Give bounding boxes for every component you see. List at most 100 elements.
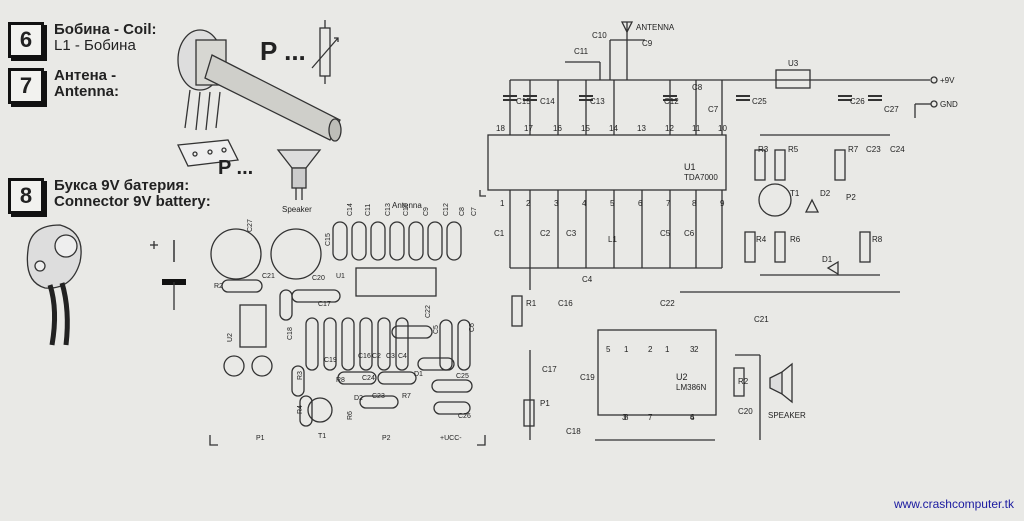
ic-pin-number: 18 <box>496 124 505 133</box>
schematic-component-label: C7 <box>708 105 719 114</box>
pcb-component-label: U1 <box>336 273 345 280</box>
pcb-component-label: C16 <box>358 353 371 360</box>
ic-pin-number: 8 <box>692 199 697 208</box>
tda7000-ic <box>487 134 727 191</box>
schematic-component-label: R4 <box>756 235 767 244</box>
schematic-component-label: 1 <box>665 345 670 354</box>
plus9v-label: +9V <box>940 76 955 85</box>
ic-pin-number: 17 <box>524 124 533 133</box>
pcb-component-label: C20 <box>312 275 325 282</box>
ic-pin-number: 6 <box>638 199 643 208</box>
schematic-component-label: C2 <box>540 229 551 238</box>
pcb-component-label: C26 <box>458 413 471 420</box>
ic-pin-number: 16 <box>553 124 562 133</box>
step-8: 8 Букса 9V батерия:Connector 9V battery: <box>8 178 211 214</box>
pcb-component-label: R3 <box>297 371 304 380</box>
step-number: 6 <box>8 22 44 58</box>
pcb-component-label: C7 <box>471 207 478 216</box>
ic-pin-number: 11 <box>692 124 701 133</box>
pcb-component-label: R2 <box>214 283 223 290</box>
pcb-component-label: C18 <box>287 327 294 340</box>
schematic-component-label: D1 <box>822 255 833 264</box>
ic-pin-number: 1 <box>500 199 505 208</box>
step-subtitle: L1 - Бобина <box>54 37 136 54</box>
pcb-component-label: C11 <box>365 204 372 216</box>
u2-part: LM386N <box>676 383 706 392</box>
battery-symbol <box>150 240 186 310</box>
schematic-component-label: R5 <box>788 145 799 154</box>
pcb-component-label: C2 <box>372 353 381 360</box>
u1-part: TDA7000 <box>684 173 718 182</box>
step-title: Букса 9V батерия: <box>54 177 190 194</box>
footer-url[interactable]: www.crashcomputer.tk <box>893 497 1014 511</box>
pcb-component-label: P2 <box>382 435 391 442</box>
ic-pin-number: 2 <box>526 199 531 208</box>
schematic-component-label: R7 <box>848 145 859 154</box>
pcb-component-label: C17 <box>318 301 331 308</box>
pcb-component-label: R4 <box>297 405 304 414</box>
pcb-component-label: C13 <box>385 203 392 216</box>
schematic-component-label: C19 <box>580 373 595 382</box>
schematic-component-label: P1 <box>540 399 550 408</box>
schematic-component-label: C10 <box>592 31 607 40</box>
pcb-component-label: C6 <box>469 323 476 332</box>
pot-label-2: P ... <box>218 157 253 179</box>
schematic-component-label: 8 <box>624 413 629 422</box>
pcb-component-label: D2 <box>354 395 363 402</box>
schematic-component-label: R2 <box>738 377 749 386</box>
pcb-component-label: C14 <box>347 203 354 216</box>
schematic-component-label: 2 <box>648 345 653 354</box>
ic-pin-number: 10 <box>718 124 727 133</box>
pcb-component-label: C9 <box>423 207 430 216</box>
schematic-component-label: C25 <box>752 97 767 106</box>
schematic-component-label: T1 <box>790 189 800 198</box>
u1-label: U1 <box>684 162 696 172</box>
pcb-component-label: C27 <box>247 219 254 232</box>
step-subtitle: Connector 9V battery: <box>54 193 211 210</box>
schematic-component-label: R3 <box>758 145 769 154</box>
gnd-label: GND <box>940 100 958 109</box>
pcb-component-label: C21 <box>262 273 275 280</box>
schematic-component-label: C24 <box>890 145 905 154</box>
pcb-component-label: C3 <box>386 353 395 360</box>
step-number: 7 <box>8 68 44 104</box>
pcb-component-label: R7 <box>402 393 411 400</box>
step-title: Антена - <box>54 67 117 84</box>
schematic-component-label: P2 <box>846 193 856 202</box>
step-6: 6 Бобина - Coil:L1 - Бобина <box>8 22 157 58</box>
schematic-component-label: 4 <box>690 413 695 422</box>
ic-pin-number: 9 <box>720 199 725 208</box>
u3-label: U3 <box>788 59 799 68</box>
schematic-component-label: 6 <box>690 413 695 422</box>
ic-pin-number: 14 <box>609 124 618 133</box>
pcb-component-label: C15 <box>325 233 332 246</box>
pcb-component-label: D1 <box>414 371 423 378</box>
schematic-component-label: C12 <box>664 97 679 106</box>
schematic-component-label: C15 <box>516 97 531 106</box>
schematic-component-label: C27 <box>884 105 899 114</box>
pcb-component-label: C22 <box>425 305 432 318</box>
schematic-component-label: 3 <box>622 413 627 422</box>
schematic-component-label: C3 <box>566 229 577 238</box>
speaker-icon <box>276 149 322 200</box>
ic-pin-number: 7 <box>666 199 671 208</box>
pcb-component-label: U2 <box>227 333 234 342</box>
schematic-component-label: C26 <box>850 97 865 106</box>
pcb-component-label: +UCC- <box>440 435 462 442</box>
schematic-component-label: R8 <box>872 235 883 244</box>
schematic-component-label: C11 <box>574 47 589 56</box>
schematic-component-label: 3 <box>690 345 695 354</box>
pcb-layout <box>209 221 486 446</box>
ic-pin-number: 13 <box>637 124 646 133</box>
pcb-component-label: C23 <box>372 393 385 400</box>
ic-pin-number: 3 <box>554 199 559 208</box>
u2-label: U2 <box>676 372 688 382</box>
schematic-component-label: C9 <box>642 39 653 48</box>
ic-pin-number: 15 <box>581 124 590 133</box>
potentiometer-illustration <box>177 29 342 167</box>
schematic-component-label: 2 <box>694 345 699 354</box>
pcb-component-label: C24 <box>362 375 375 382</box>
schematic-component-label: C5 <box>660 229 671 238</box>
